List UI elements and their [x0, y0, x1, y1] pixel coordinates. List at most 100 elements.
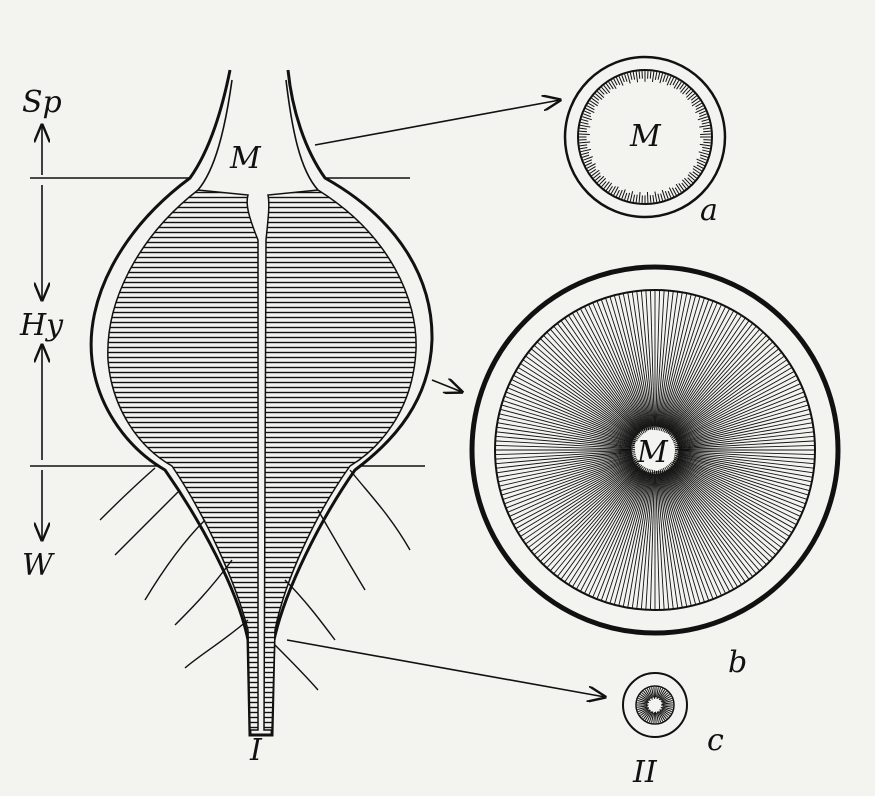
radial-line: [676, 387, 803, 442]
arrow-to-b: [431, 380, 462, 392]
radial-line: [687, 93, 696, 101]
radial-line: [560, 465, 644, 580]
radial-line: [522, 461, 638, 541]
radial-line: [659, 471, 692, 606]
label-w: W: [22, 548, 55, 583]
radial-line: [661, 472, 701, 604]
label-hy: Hy: [19, 308, 64, 343]
radial-line: [517, 366, 637, 439]
radial-line: [654, 71, 658, 80]
radial-line: [571, 465, 646, 588]
radial-line: [646, 688, 653, 700]
label-c: c: [707, 723, 724, 758]
radial-line: [635, 194, 638, 203]
radial-line: [674, 431, 815, 449]
radial-line: [582, 154, 590, 158]
radial-line: [662, 74, 666, 83]
radial-line: [601, 86, 608, 95]
radial-line: [495, 450, 633, 456]
radial-line: [661, 189, 666, 200]
radial-line: [655, 473, 661, 610]
radial-line: [584, 466, 648, 594]
radial-line: [507, 457, 638, 513]
radial-line: [556, 323, 644, 436]
label-a-m: M: [629, 119, 662, 154]
radial-line: [673, 80, 680, 89]
radial-line: [673, 452, 813, 478]
radial-line: [520, 363, 639, 440]
radial-line: [664, 470, 726, 594]
radial-line: [632, 194, 636, 203]
radial-line: [689, 171, 697, 179]
radial-line: [530, 348, 638, 436]
radial-line: [649, 290, 655, 431]
radial-line: [703, 141, 711, 144]
radial-line: [655, 470, 665, 610]
radial-line: [513, 374, 638, 442]
radial-line: [674, 187, 680, 194]
radial-line: [581, 118, 589, 122]
radial-line: [677, 456, 808, 500]
radial-line: [507, 387, 637, 443]
radial-line: [644, 689, 652, 699]
radial-line: [658, 689, 666, 699]
radial-line: [498, 417, 636, 447]
radial-line: [596, 300, 648, 431]
radial-line: [673, 456, 806, 505]
radial-line: [525, 355, 637, 438]
radial-line: [678, 183, 685, 191]
radial-line: [601, 181, 607, 188]
radial-line: [645, 473, 655, 610]
radial-line: [666, 464, 757, 575]
radial-line: [497, 422, 632, 447]
radial-line: [641, 709, 651, 718]
radial-line: [703, 130, 711, 133]
radial-line: [674, 374, 797, 440]
radial-line: [536, 341, 642, 438]
radial-line: [675, 457, 805, 509]
radial-line: [618, 294, 651, 430]
radial-line: [674, 462, 790, 537]
radial-line: [681, 182, 687, 189]
radial-line: [539, 463, 641, 562]
radial-line: [618, 189, 623, 198]
radial-line: [645, 290, 655, 428]
radial-line: [654, 711, 657, 723]
radial-line: [553, 468, 641, 575]
radial-line: [613, 186, 619, 196]
radial-line: [556, 467, 642, 577]
radial-line: [682, 179, 689, 188]
radial-line: [654, 687, 657, 698]
radial-line: [675, 444, 815, 450]
radial-line: [592, 471, 647, 598]
radial-line: [564, 469, 642, 583]
radial-line: [653, 712, 656, 723]
radial-line: [663, 304, 722, 430]
radial-line: [657, 710, 664, 722]
radial-line: [496, 452, 637, 474]
label-b-m: M: [636, 435, 669, 470]
radial-line: [495, 444, 636, 450]
radial-line: [673, 363, 790, 439]
radial-line: [665, 75, 669, 83]
radial-line: [649, 195, 652, 203]
radial-line: [677, 452, 815, 469]
radial-line: [593, 95, 600, 101]
radial-line: [632, 71, 636, 80]
radial-line: [515, 370, 635, 439]
radial-line: [659, 73, 664, 84]
radial-line: [678, 454, 811, 487]
radial-line: [698, 151, 709, 156]
radial-line: [667, 190, 672, 198]
radial-line: [579, 308, 647, 433]
radial-line: [676, 454, 812, 483]
radial-line: [593, 172, 601, 179]
radial-line: [613, 295, 650, 427]
radial-line: [658, 690, 667, 701]
radial-line: [649, 470, 655, 610]
radial-line: [659, 293, 688, 428]
radial-line: [671, 461, 785, 545]
radial-line: [643, 690, 651, 700]
radial-line: [660, 193, 664, 201]
radial-line: [583, 113, 592, 118]
